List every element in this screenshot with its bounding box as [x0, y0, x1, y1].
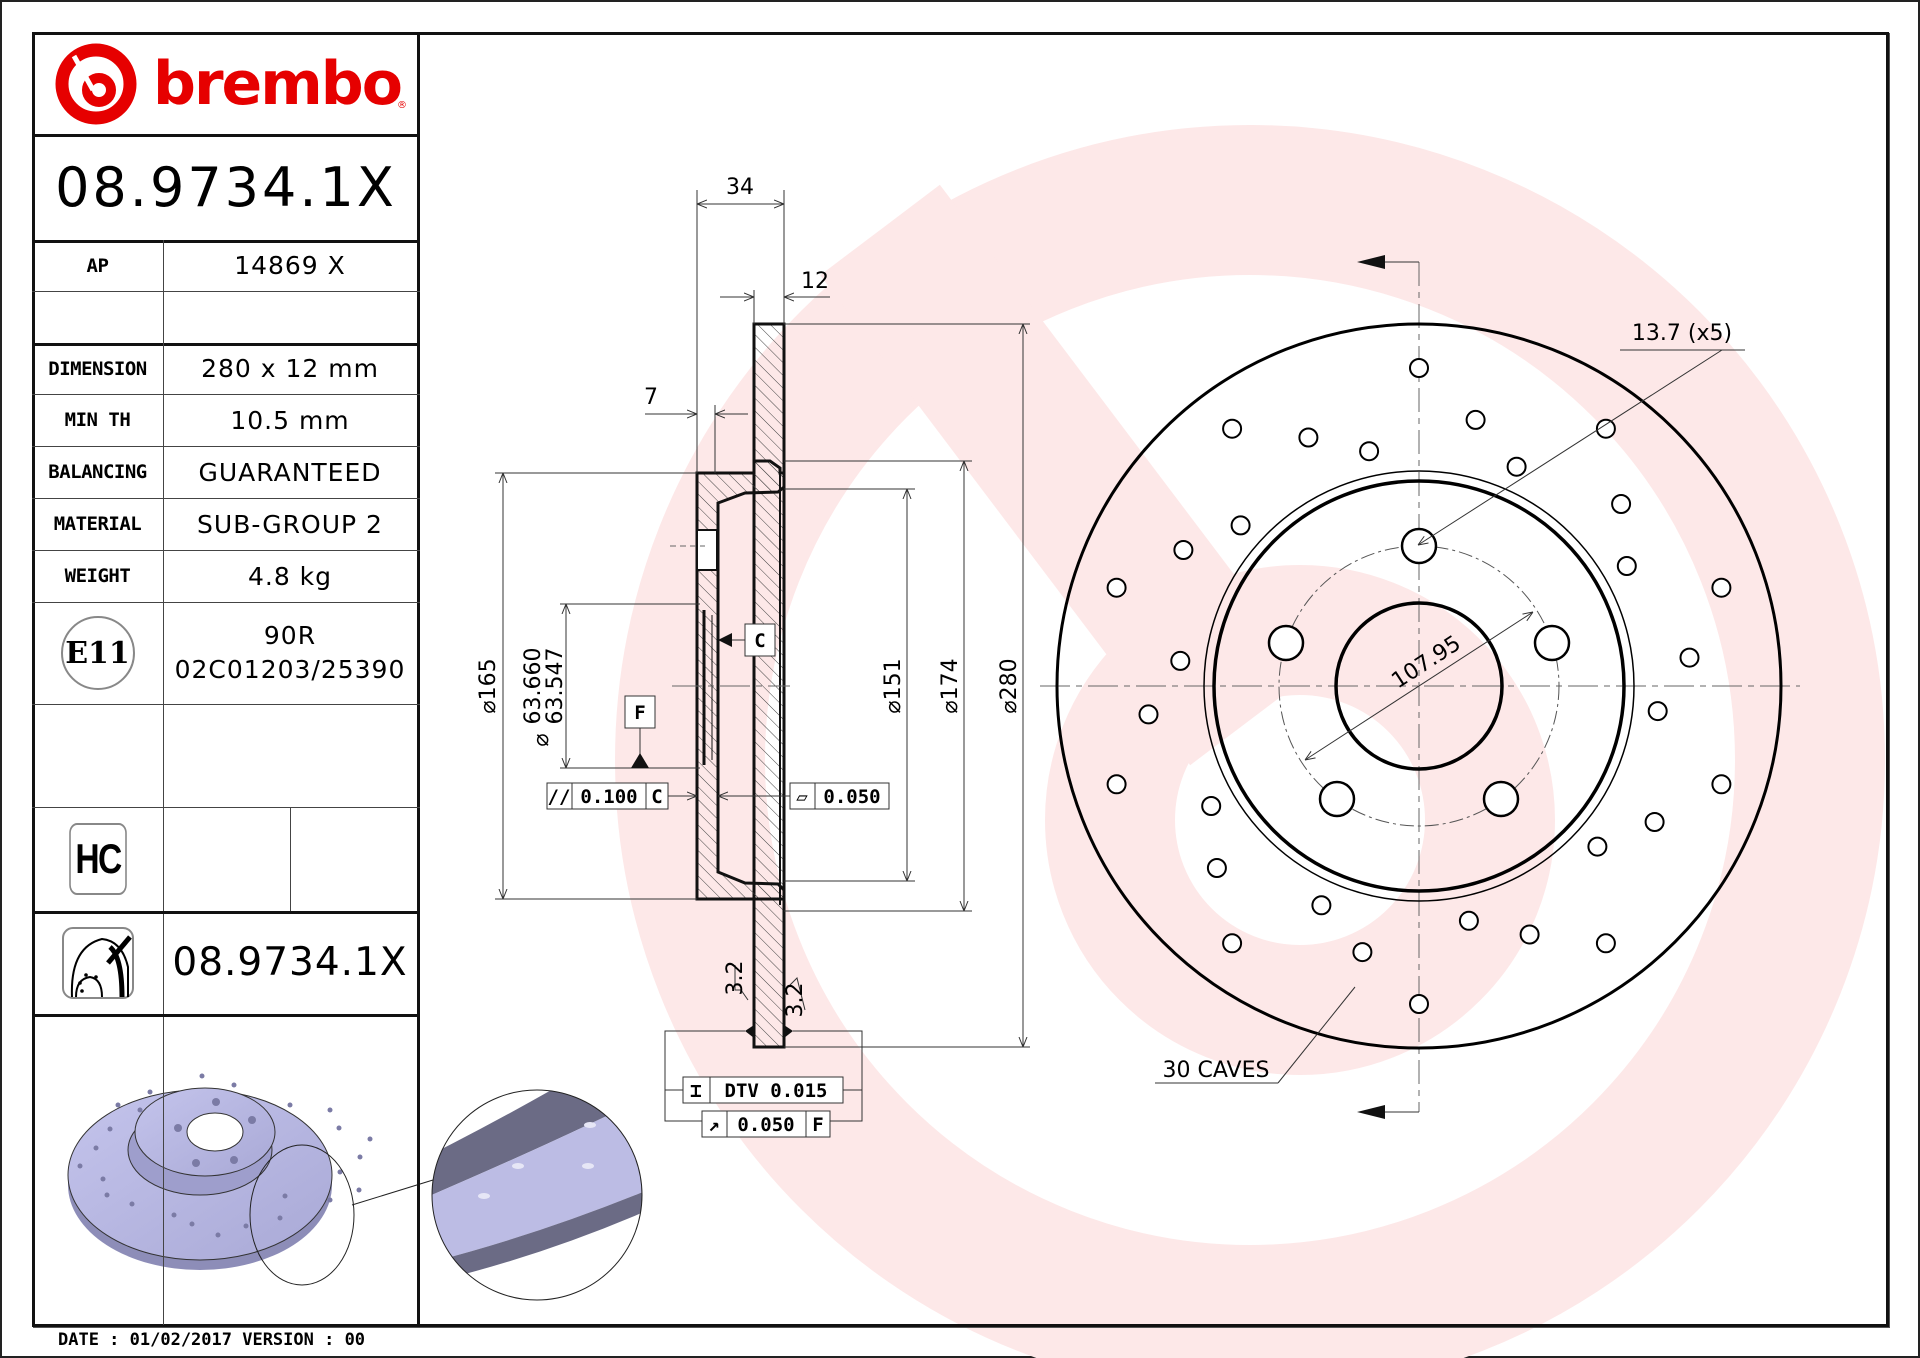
cave-hole [1711, 577, 1732, 598]
balancing-label: BALANCING [48, 461, 147, 483]
cave-hole [1359, 441, 1380, 462]
cave-hole [1222, 933, 1243, 954]
brand-wordmark: brembo [153, 49, 401, 119]
runout-datum: F [812, 1114, 823, 1136]
diameter-symbol: ⌀ [529, 733, 554, 746]
dim-d151: ⌀151 [881, 658, 906, 713]
section-arrow-bottom-icon [1357, 1105, 1385, 1119]
dim-d280: ⌀280 [997, 658, 1022, 713]
registered-icon: ® [397, 100, 407, 111]
cave-hole [1230, 515, 1251, 536]
dim-12: 12 [801, 269, 829, 294]
front-view: 13.7 (x5) 107.95 30 CAVES [1040, 255, 1800, 1119]
isometric-disc-render [67, 1073, 643, 1301]
cave-hole [1409, 358, 1429, 378]
datum-c: C [754, 630, 765, 652]
dim-d165: ⌀165 [476, 658, 501, 713]
dim-7: 7 [644, 385, 658, 410]
profile-part-number: 08.9734.1X [172, 940, 408, 985]
e11-icon: E11 [60, 616, 135, 690]
cave-hole [1206, 858, 1227, 878]
dimension-label: DIMENSION [48, 357, 147, 380]
material-value: SUB-GROUP 2 [197, 509, 383, 539]
bolt-holes [1267, 527, 1571, 818]
homologation-info: 90R 02C01203/25390 [163, 602, 417, 704]
cave-hole [1106, 577, 1127, 598]
date-version: DATE : 01/02/2017 VERSION : 00 [58, 1330, 366, 1350]
cave-hole [1595, 933, 1616, 954]
section-view: 34 12 7 ⌀165 63.660 63.547 ⌀ ⌀151 ⌀174 [476, 175, 1030, 1138]
drilled-caves [1106, 358, 1732, 1014]
dtv-value: DTV 0.015 [725, 1080, 828, 1102]
parallelism-value: 0.100 [580, 786, 637, 808]
weight-label: WEIGHT [64, 565, 131, 587]
cave-hole [1106, 774, 1127, 795]
parallelism-icon: // [548, 786, 571, 808]
cave-hole [1465, 409, 1486, 430]
min-th-label: MIN TH [64, 409, 131, 431]
section-arrow-top-icon [1357, 255, 1385, 269]
cave-hole [1138, 704, 1159, 725]
cave-hole [1611, 494, 1632, 514]
flatness-value: 0.050 [823, 786, 880, 808]
cave-hole [1170, 650, 1191, 671]
title-block: brembo ® 08.9734.1X AP 14869 X DIMENSION… [32, 32, 420, 1325]
flatness-icon: ▱ [796, 786, 808, 808]
homologation-code: 90R [263, 621, 317, 650]
roughness-right: 3.2 [783, 983, 808, 1018]
runout-value: 0.050 [737, 1114, 794, 1136]
cave-hole [1644, 812, 1665, 832]
cave-hole [1587, 836, 1608, 857]
dim-bore-min: 63.547 [543, 648, 568, 725]
dim-34: 34 [726, 175, 754, 200]
runout-icon: ↗ [708, 1114, 719, 1136]
brembo-watermark-icon [615, 125, 1885, 1358]
ap-label: AP [86, 254, 109, 277]
e11-badge: E11 [32, 602, 163, 704]
cave-hole [1519, 924, 1540, 945]
caves-callout: 30 CAVES [1163, 1058, 1270, 1083]
cave-hole [1298, 427, 1319, 448]
brand-logo: brembo ® [32, 32, 420, 134]
material-label: MATERIAL [53, 513, 142, 535]
coating-profile [32, 911, 163, 1014]
balancing-value: GUARANTEED [198, 457, 382, 487]
cave-hole [1647, 701, 1668, 722]
parallelism-datum: C [651, 786, 662, 808]
cave-hole [1173, 540, 1194, 560]
dim-bore-max: 63.660 [521, 648, 546, 725]
brembo-logo-icon [55, 43, 137, 125]
hc-icon: HC [68, 823, 127, 895]
dimension-value: 280 x 12 mm [201, 354, 379, 383]
weight-value: 4.8 kg [247, 561, 333, 591]
hc-badge: HC [32, 807, 163, 911]
cave-hole [1458, 910, 1479, 931]
homologation-number: 02C01203/25390 [174, 655, 406, 684]
cave-hole [1506, 456, 1527, 477]
cave-hole [1352, 942, 1373, 963]
cave-hole [1409, 994, 1429, 1014]
dtv-icon: ⌶ [690, 1080, 701, 1102]
datum-f: F [634, 702, 645, 724]
drawing-frame [32, 32, 1889, 1327]
cave-hole [1222, 418, 1243, 439]
roughness-left: 3.2 [723, 961, 748, 996]
cave-hole [1616, 556, 1637, 576]
cave-hole [1201, 796, 1222, 816]
min-th-value: 10.5 mm [230, 405, 350, 435]
disc-coating-icon [61, 926, 134, 999]
cave-hole [1595, 418, 1616, 439]
part-number: 08.9734.1X [55, 155, 397, 219]
hole-callout: 13.7 (x5) [1632, 321, 1732, 346]
cave-hole [1311, 895, 1332, 916]
ap-value: 14869 X [234, 251, 346, 280]
cave-hole [1711, 774, 1732, 795]
dim-d174: ⌀174 [938, 658, 963, 713]
cave-hole [1679, 647, 1700, 668]
